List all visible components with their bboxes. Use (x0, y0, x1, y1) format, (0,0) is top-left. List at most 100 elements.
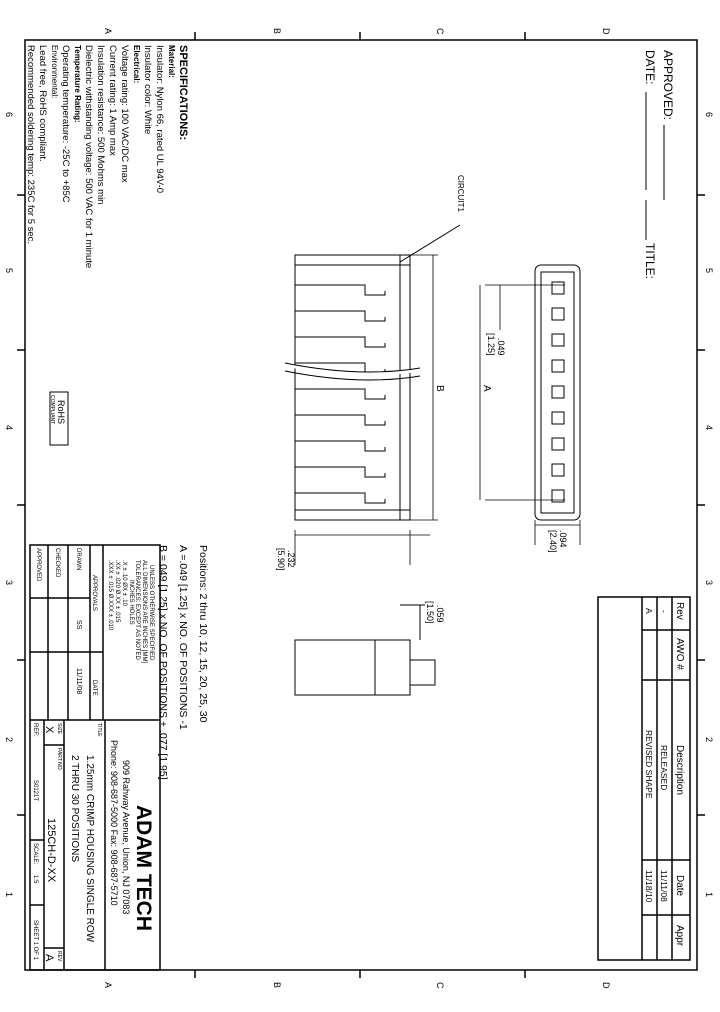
zone-number: 5 (704, 268, 714, 273)
rev-header: Appr (674, 925, 685, 947)
title-line-1: 1.25mm CRIMP HOUSING SINGLE ROW (84, 755, 95, 943)
ref-value: S0121T (32, 780, 38, 801)
approved-label: APPROVED (35, 548, 41, 582)
tolerance-line: INCHES HOLES (128, 580, 134, 625)
title-label: TITLE: (643, 243, 657, 279)
contact-cavity (551, 437, 565, 451)
zone-ticks (17, 32, 705, 978)
pitch-dim: .049 (496, 338, 506, 356)
contact-finger (295, 284, 386, 296)
tolerance-line: ALL DIMENSIONS ARE INCHES [MM] (141, 560, 147, 663)
side-view (284, 224, 461, 521)
spec-line: Material: (167, 45, 176, 78)
rev-cell: 11/18/10 (644, 870, 654, 903)
title-line-2: 2 THRU 30 POSITIONS (69, 755, 80, 862)
contact-cavity (551, 333, 565, 347)
zone-letter: A (103, 28, 113, 34)
zone-letter: B (272, 28, 282, 34)
company-address: 909 Rahway Avenue, Union, NJ 07083 (121, 760, 131, 914)
dim-a-formula: A =.049 [1.25] x NO. OF POSITIONS -1 (177, 545, 189, 730)
ref-label: REF: (32, 723, 38, 737)
contact-cavity (551, 463, 565, 477)
zone-number: 2 (704, 737, 714, 742)
drawn-by: SS (75, 620, 82, 630)
width-dim: .232 (286, 550, 296, 568)
spec-line: Insulator: Nylon 66, rated UL 94V-0 (154, 45, 165, 193)
revision-table (597, 596, 691, 961)
zone-letter: D (601, 28, 611, 35)
spec-line: Electrical: (132, 45, 141, 83)
sheet-number: SHEET 1 OF 1 (32, 920, 38, 961)
approved-label: APPROVED: (661, 50, 675, 120)
rev-header: Rev (674, 602, 685, 620)
drawn-label: DRAWN (75, 548, 81, 570)
contact-finger (295, 466, 386, 478)
zone-letter: B (272, 982, 282, 988)
zone-number: 3 (704, 580, 714, 585)
tolerance-line: .X ± .10 ØX ± .10 (121, 560, 127, 607)
end-width-dim-mm: [2.40] (548, 530, 558, 553)
zone-number: 4 (4, 425, 14, 430)
spec-line: Insulation resistance: 500 Mohms min (95, 45, 106, 204)
dim-a-label: A (481, 385, 492, 392)
title-block (29, 544, 161, 971)
small-dim-mm: [1.50] (425, 601, 435, 624)
zone-letter: C (435, 28, 445, 35)
company-name: ADAM TECH (132, 805, 155, 931)
end-width-dim: .094 (558, 530, 568, 548)
zone-letter: D (601, 982, 611, 989)
contact-finger (295, 440, 386, 452)
positions-line: Positions: 2 thru 10, 12, 15, 20, 25, 30 (197, 545, 209, 723)
contact-finger (295, 388, 386, 400)
contact-finger (295, 414, 386, 426)
zone-number: 1 (704, 892, 714, 897)
tolerance-line: UNLESS OTHERWISE SPECIFIED (148, 565, 154, 661)
spec-line: Recommended soldering temp: 235C for 5 s… (25, 45, 36, 244)
tolerance-line: TOLERANCES: EXCEPT AS NOTED (134, 560, 140, 660)
zone-number: 6 (704, 112, 714, 117)
contact-finger (295, 310, 386, 322)
zone-number: 1 (4, 892, 14, 897)
checked-label: CHECKED (54, 548, 60, 578)
spec-line: Temperature Rating: (73, 45, 82, 123)
specs-heading: SPECIFICATIONS: (177, 45, 189, 140)
approvals-label: APPROVALS (91, 575, 97, 611)
svg-text:COMPLIANT: COMPLIANT (49, 395, 55, 424)
date-label: DATE: (643, 50, 657, 84)
rev-header: Description (674, 745, 685, 795)
contact-cavity (551, 307, 565, 321)
contact-cavity (551, 411, 565, 425)
spec-line: Operating temperature: -25C to +85C (60, 45, 71, 203)
size-label: SIZE (56, 723, 62, 735)
spec-line: Current rating: 1 Amp max (107, 45, 118, 156)
date-header: DATE (91, 680, 97, 696)
title-label: TITLE (96, 723, 102, 737)
specifications: SPECIFICATIONS: Material: Insulator: Nyl… (25, 45, 189, 268)
circuit-label: CIRCUIT1 (456, 175, 465, 212)
tolerance-line: .XX ± .020 Ø.XX ± .015 (114, 560, 120, 623)
zone-letter: C (435, 982, 445, 989)
rev-cell: A (644, 608, 654, 614)
rev-label: REV. (56, 951, 62, 962)
small-dim: .059 (435, 605, 445, 623)
zone-number: 3 (4, 580, 14, 585)
rohs-logo: RoHS COMPLIANT (49, 391, 69, 446)
zone-letter: A (103, 982, 113, 988)
scale-label: SCALE: (32, 843, 38, 865)
rev-cell: - (659, 610, 669, 613)
contact-cavity (551, 489, 565, 503)
zone-number: 5 (4, 268, 14, 273)
spec-line: Insulator color: White (142, 45, 153, 134)
part-no-label: PART NO. (56, 748, 62, 771)
contact-finger (295, 336, 386, 348)
rev-header: AWO # (674, 638, 685, 670)
zone-number: 2 (4, 737, 14, 742)
dim-b-formula: B =.049 [1.25] x NO. OF POSITIONS + .077… (157, 545, 169, 780)
end-view (534, 264, 581, 521)
pitch-dim-mm: [1.25] (486, 333, 496, 356)
terminal-side-view (294, 604, 436, 696)
rev-value: A (43, 954, 55, 962)
contact-cavity (551, 385, 565, 399)
rev-cell: RELEASED (659, 745, 669, 790)
